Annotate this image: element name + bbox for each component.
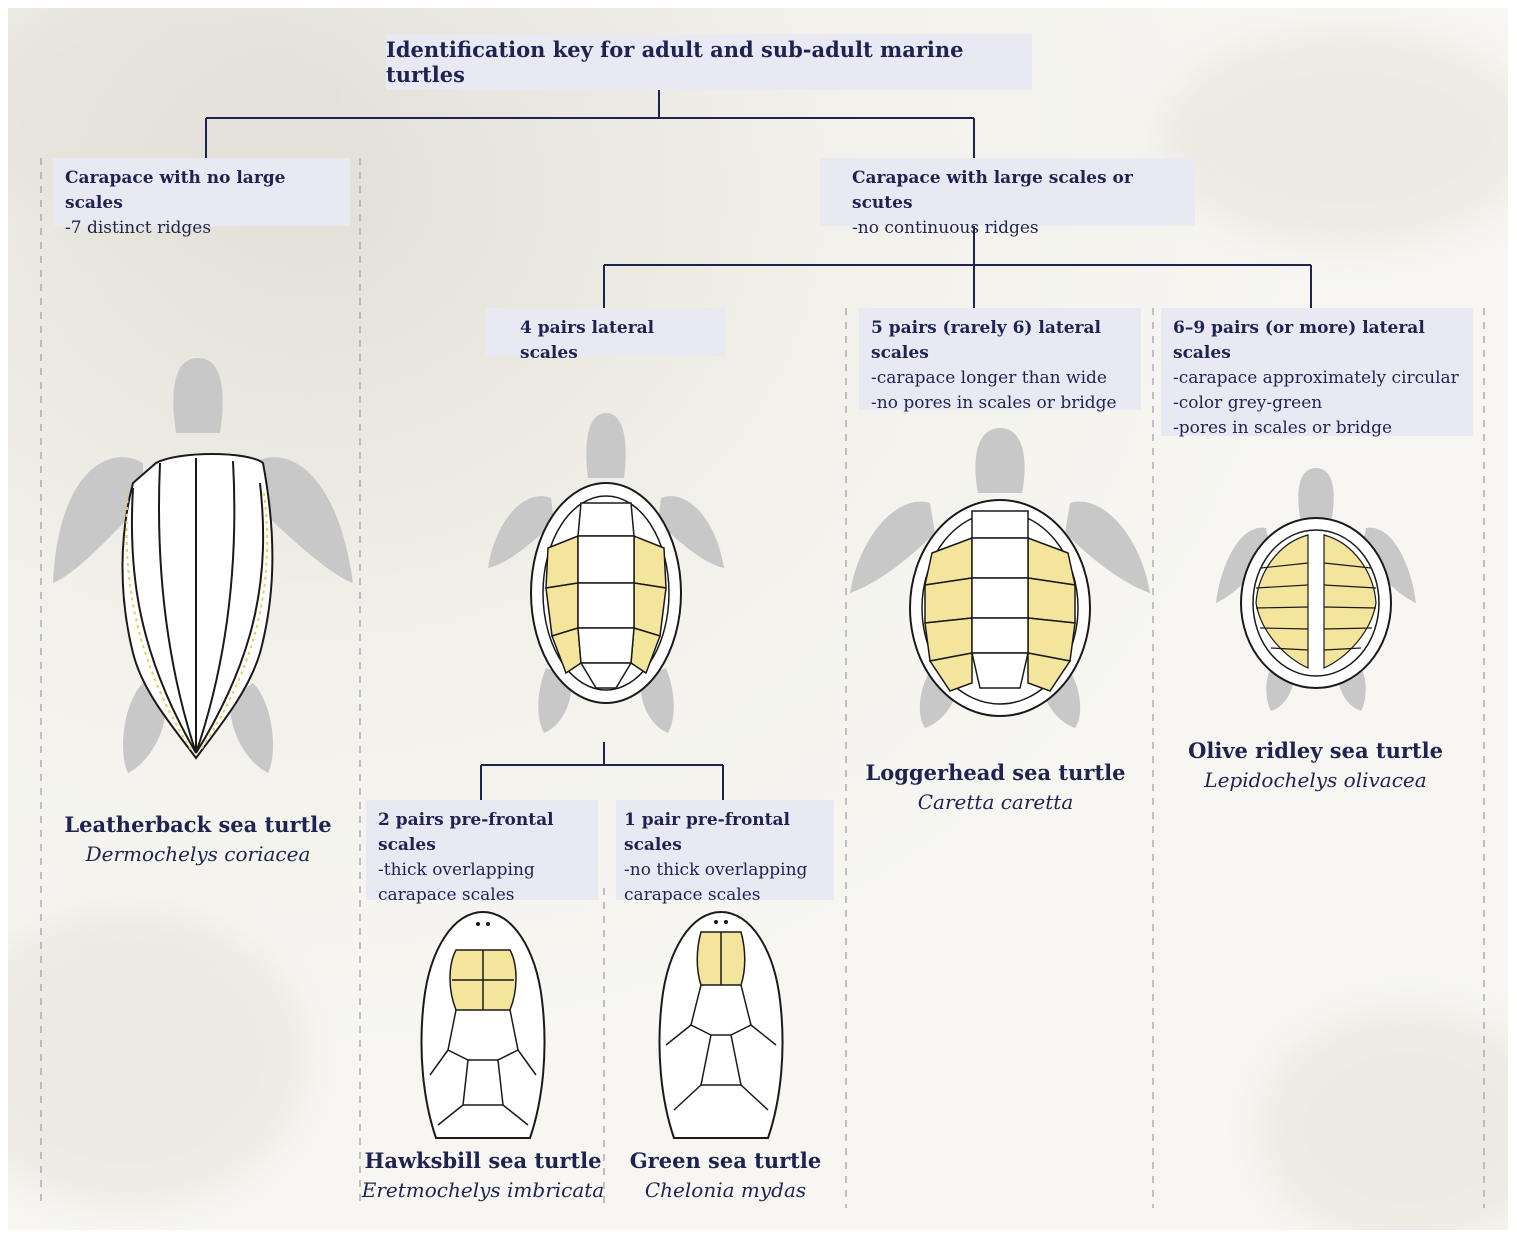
species-common-name: Loggerhead sea turtle	[858, 758, 1133, 788]
species-common-name: Hawksbill sea turtle	[358, 1146, 608, 1176]
species-common-name: Green sea turtle	[613, 1146, 838, 1176]
node-one-prefrontal: 1 pair pre-frontal scales -no thick over…	[616, 800, 834, 900]
node-heading: 1 pair pre-frontal scales	[624, 808, 822, 858]
species-common-name: Olive ridley sea turtle	[1168, 736, 1463, 766]
node-heading: 5 pairs (rarely 6) lateral scales	[871, 316, 1129, 366]
node-six-nine-pairs: 6–9 pairs (or more) lateral scales -cara…	[1161, 308, 1473, 436]
diagram-title: Identification key for adult and sub-adu…	[386, 34, 1032, 90]
node-four-pairs: 4 pairs lateral scales	[486, 308, 726, 356]
species-scientific-name: Eretmochelys imbricata	[358, 1176, 608, 1204]
species-scientific-name: Dermochelys coriacea	[48, 840, 348, 868]
node-line: -no continuous ridges	[852, 216, 1183, 241]
leatherback-illustration	[48, 353, 358, 783]
species-green: Green sea turtle Chelonia mydas	[613, 1146, 838, 1204]
node-line: -no thick overlapping	[624, 858, 822, 883]
species-common-name: Leatherback sea turtle	[48, 810, 348, 840]
node-line: -7 distinct ridges	[65, 216, 338, 241]
node-line: carapace scales	[624, 883, 822, 908]
node-five-pairs: 5 pairs (rarely 6) lateral scales -carap…	[859, 308, 1141, 410]
node-two-prefrontal: 2 pairs pre-frontal scales -thick overla…	[366, 800, 598, 900]
olive-ridley-illustration	[1216, 463, 1416, 713]
node-heading: 4 pairs lateral scales	[520, 316, 714, 366]
node-line: -color grey-green	[1173, 391, 1461, 416]
node-large-scales: Carapace with large scales or scutes -no…	[820, 158, 1195, 226]
node-line: -no pores in scales or bridge	[871, 391, 1129, 416]
four-pairs-illustration	[486, 408, 726, 738]
diagram-canvas: Identification key for adult and sub-adu…	[8, 8, 1508, 1230]
species-leatherback: Leatherback sea turtle Dermochelys coria…	[48, 810, 348, 868]
node-heading: Carapace with large scales or scutes	[852, 166, 1183, 216]
species-scientific-name: Lepidochelys olivacea	[1168, 766, 1463, 794]
species-olive-ridley: Olive ridley sea turtle Lepidochelys oli…	[1168, 736, 1463, 794]
species-scientific-name: Chelonia mydas	[613, 1176, 838, 1204]
species-loggerhead: Loggerhead sea turtle Caretta caretta	[858, 758, 1133, 816]
node-no-large-scales: Carapace with no large scales -7 distinc…	[53, 158, 350, 226]
node-line: -carapace approximately circular	[1173, 366, 1461, 391]
species-hawksbill: Hawksbill sea turtle Eretmochelys imbric…	[358, 1146, 608, 1204]
node-line: carapace scales	[378, 883, 586, 908]
loggerhead-illustration	[850, 423, 1150, 728]
node-line: -pores in scales or bridge	[1173, 416, 1461, 441]
green-head-illustration	[656, 910, 786, 1140]
node-line: -thick overlapping	[378, 858, 586, 883]
node-heading: 6–9 pairs (or more) lateral scales	[1173, 316, 1461, 366]
node-heading: Carapace with no large scales	[65, 166, 338, 216]
hawksbill-head-illustration	[418, 910, 548, 1140]
species-scientific-name: Caretta caretta	[858, 788, 1133, 816]
node-heading: 2 pairs pre-frontal scales	[378, 808, 586, 858]
node-line: -carapace longer than wide	[871, 366, 1129, 391]
